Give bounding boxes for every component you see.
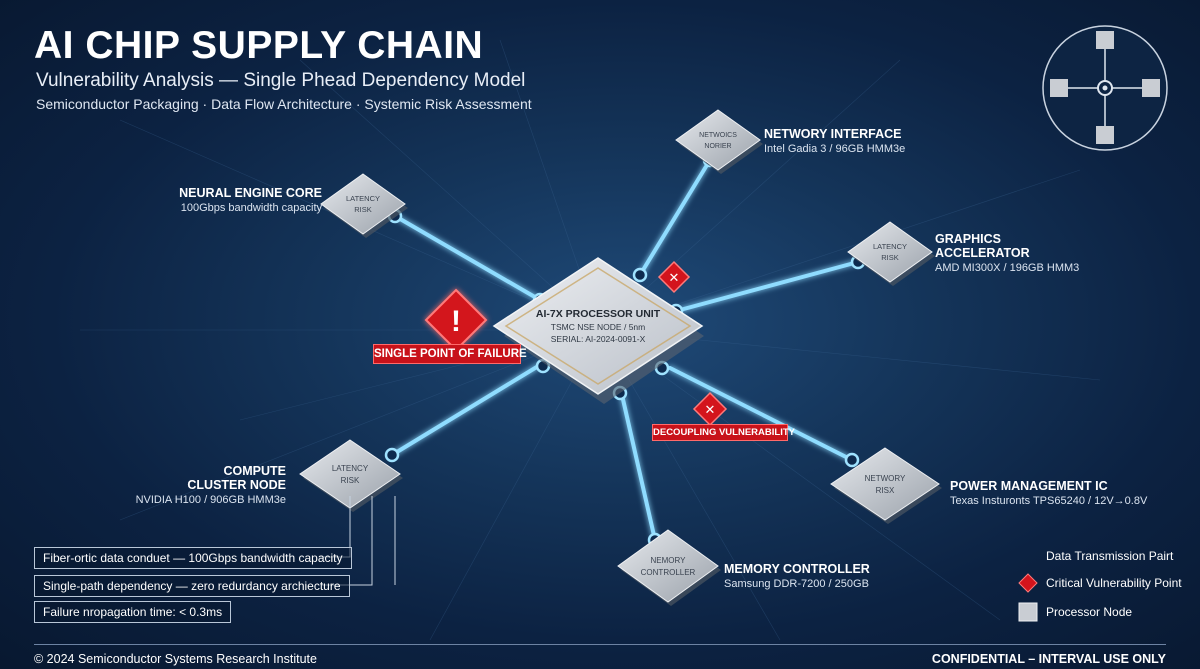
label-graphics-name-1: GRAPHICS xyxy=(935,232,1001,246)
chip-graphics-line2: RISK xyxy=(881,253,899,262)
x-glyph-lower: ✕ xyxy=(705,403,716,418)
label-network-spec: Intel Gadia 3 / 96GB HMM3e xyxy=(764,143,906,155)
chip-network-line2: NORIER xyxy=(704,143,731,150)
label-compute-spec: NVIDIA H100 / 906GB HMM3e xyxy=(135,494,286,506)
chip-neural-line2: RISK xyxy=(354,205,372,214)
label-graphics: GRAPHICS ACCELERATOR AMD MI300X / 196GB … xyxy=(935,232,1079,275)
hub-name: AI-7X PROCESSOR UNIT xyxy=(536,308,661,320)
spof-glyph: ! xyxy=(451,305,461,338)
chip-network: NETWOICS NORIER xyxy=(675,109,763,174)
chip-power-line2: RISX xyxy=(876,486,895,495)
chip-graphics: LATENCY RISK xyxy=(847,221,935,286)
x-glyph-upper: ✕ xyxy=(669,271,680,286)
chip-network-line1: NETWOICS xyxy=(699,132,737,139)
footer-divider xyxy=(34,644,1166,645)
chip-power-line1: NETWORY xyxy=(865,474,906,483)
chip-compute: LATENCY RISK xyxy=(299,439,403,512)
label-memory-spec: Samsung DDR-7200 / 250GB xyxy=(724,578,869,590)
legend-processor: Processor Node xyxy=(1046,605,1133,619)
label-power-spec: Texas Insturonts TPS65240 / 12V→0.8V xyxy=(950,495,1148,507)
label-power-name: POWER MANAGEMENT IC xyxy=(950,479,1108,493)
label-compute-name-2: CLUSTER NODE xyxy=(187,478,286,492)
legend-shapes xyxy=(1018,555,1038,622)
link-memory xyxy=(620,393,657,542)
label-neural-spec: 100Gbps bandwidth capacity xyxy=(180,202,322,214)
callout-leaders xyxy=(320,496,396,586)
chip-neural: LATENCY RISK xyxy=(320,173,408,238)
link-power xyxy=(668,366,854,462)
x-warning-icon-upper: ✕ xyxy=(657,260,691,294)
label-network: NETWORY INTERFACE Intel Gadia 3 / 96GB H… xyxy=(764,127,905,156)
chip-graphics-line1: LATENCY xyxy=(873,242,907,251)
hub-chip: AI-7X PROCESSOR UNIT TSMC NSE NODE / 5nm… xyxy=(492,257,704,404)
legend-transmission: Data Transmission Pairt xyxy=(1046,549,1174,563)
legend-critical: Critical Vulnerability Point xyxy=(1046,576,1182,590)
chip-compute-line2: RISK xyxy=(341,476,360,485)
callout-fiber: Fiber-ortic data conduet — 100Gbps bandw… xyxy=(34,547,352,569)
legend-square-swatch xyxy=(1018,602,1038,622)
page-tagline: Semiconductor Packaging · Data Flow Arch… xyxy=(36,96,532,112)
x-warning-icon-lower: ✕ xyxy=(692,391,728,427)
spof-warning-icon: ! xyxy=(424,288,488,352)
label-memory-name: MEMORY CONTROLLER xyxy=(724,562,870,576)
label-graphics-name-2: ACCELERATOR xyxy=(935,246,1030,260)
callout-failure-time: Failure nropagation time: < 0.3ms xyxy=(34,601,232,623)
label-power: POWER MANAGEMENT IC Texas Insturonts TPS… xyxy=(950,479,1147,508)
chip-memory-line1: NEMORY xyxy=(651,556,687,565)
label-compute: COMPUTE CLUSTER NODE NVIDIA H100 / 906GB… xyxy=(136,464,286,507)
chip-power: NETWORY RISX xyxy=(830,447,942,524)
chip-memory: NEMORY CONTROLLER xyxy=(617,529,721,606)
footer-confidential: CONFIDENTIAL – INTERVAL USE ONLY xyxy=(931,652,1166,666)
chip-neural-line1: LATENCY xyxy=(346,194,380,203)
label-network-name: NETWORY INTERFACE xyxy=(764,127,902,141)
chip-memory-line2: CONTROLLER xyxy=(641,568,696,577)
link-network xyxy=(638,158,712,277)
hub-line1: TSMC NSE NODE / 5nm xyxy=(551,322,645,332)
footer-copyright: © 2024 Semiconductor Systems Research In… xyxy=(34,652,317,666)
topology-icon xyxy=(1042,25,1168,151)
spof-label: SINGLE POINT OF FAILURE xyxy=(373,344,527,364)
legend-diamond-swatch xyxy=(1018,573,1038,593)
data-links xyxy=(390,158,860,542)
link-neural xyxy=(393,214,542,302)
page-subtitle: Vulnerability Analysis — Single Phead De… xyxy=(36,70,526,91)
label-memory: MEMORY CONTROLLER Samsung DDR-7200 / 250… xyxy=(724,562,870,591)
chip-compute-line1: LATENCY xyxy=(332,464,369,473)
hub-line2: SERIAL: AI-2024-0091-X xyxy=(551,334,646,344)
label-neural-name: NEURAL ENGINE CORE xyxy=(179,186,322,200)
label-compute-name-1: COMPUTE xyxy=(223,464,287,478)
page-title: AI CHIP SUPPLY CHAIN xyxy=(34,24,484,67)
label-neural: NEURAL ENGINE CORE 100Gbps bandwidth cap… xyxy=(179,186,322,215)
label-graphics-spec: AMD MI300X / 196GB HMM3 xyxy=(935,262,1080,274)
link-graphics xyxy=(678,260,860,312)
callout-single-path: Single-path dependency — zero redurdancy… xyxy=(34,575,350,597)
link-compute xyxy=(390,363,542,457)
decoupling-label: DECOUPLING VULNERABILITY xyxy=(652,424,795,441)
